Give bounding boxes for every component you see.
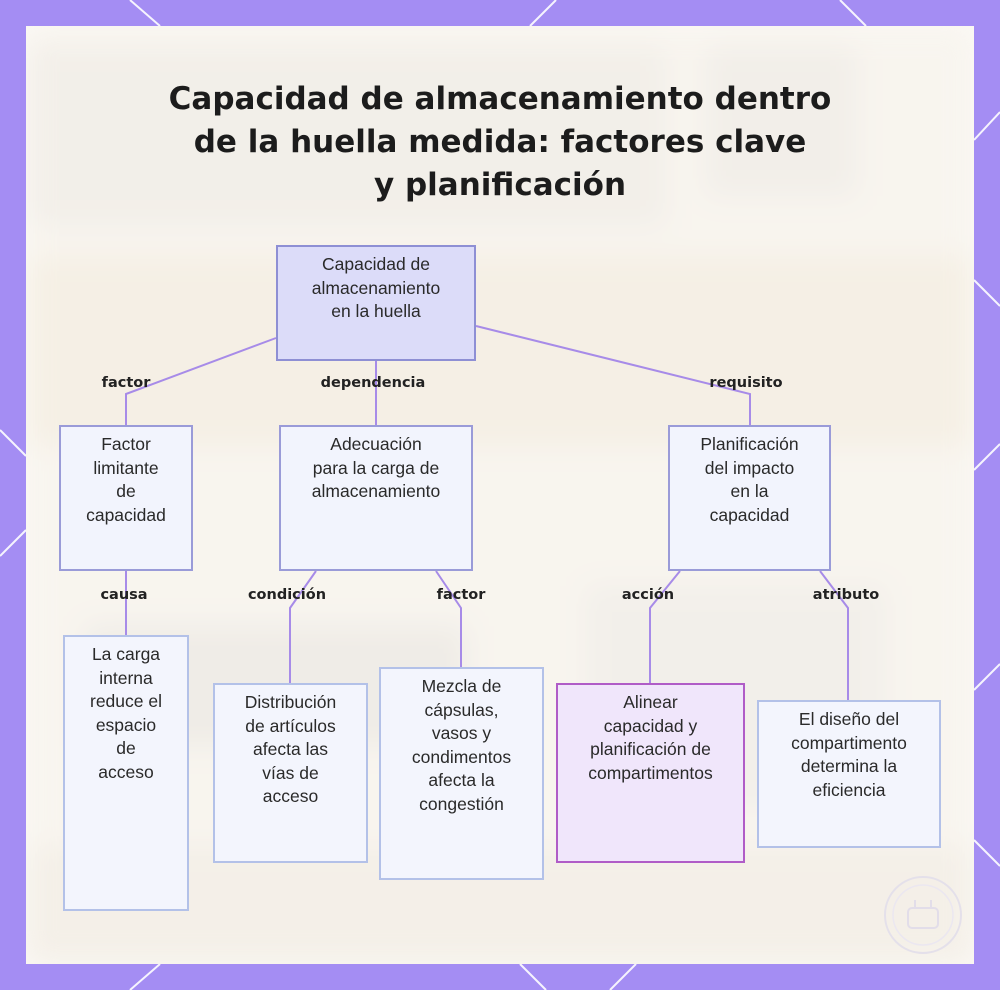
edge-label-requisito: requisito (709, 375, 783, 391)
node-item-distribution-label: Distribución de artículos afecta las vía… (244, 692, 337, 806)
node-align-capacity-label: Alinear capacidad y planificación de com… (588, 692, 713, 783)
node-pod-mix: Mezcla de cápsulas, vasos y condimentos … (379, 667, 544, 880)
node-item-distribution: Distribución de artículos afecta las vía… (213, 683, 368, 863)
edge-suitability-mix (435, 570, 462, 668)
node-limiting-factor-label: Factor limitante de capacidad (86, 434, 166, 525)
node-impact-planning-label: Planificación del impacto en la capacida… (700, 434, 799, 525)
node-compartment-design: El diseño del compartimento determina la… (757, 700, 941, 848)
node-load-suitability: Adecuación para la carga de almacenamien… (279, 425, 473, 571)
root-node-label: Capacidad de almacenamiento en la huella (311, 254, 441, 321)
diagram-title: Capacidad de almacenamiento dentro de la… (168, 81, 832, 203)
node-load-suitability-label: Adecuación para la carga de almacenamien… (311, 434, 441, 501)
node-pod-mix-label: Mezcla de cápsulas, vasos y condimentos … (411, 676, 512, 814)
node-compartment-design-label: El diseño del compartimento determina la… (791, 709, 907, 800)
edge-label-condicion: condición (247, 587, 327, 603)
node-limiting-factor: Factor limitante de capacidad (59, 425, 193, 571)
edge-label-dependencia: dependencia (320, 375, 426, 391)
watermark-stamp-icon (884, 876, 962, 954)
edge-label-factor: factor (101, 375, 151, 391)
edge-label-causa: causa (100, 587, 148, 603)
edge-planning-align (649, 570, 681, 684)
edge-label-factor-2: factor (436, 587, 486, 603)
edge-label-accion: acción (621, 587, 675, 603)
edge-planning-design (819, 570, 849, 701)
edge-root-limiting (125, 337, 277, 426)
node-internal-load: La carga interna reduce el espacio de ac… (63, 635, 189, 911)
node-internal-load-label: La carga interna reduce el espacio de ac… (90, 644, 162, 782)
connector-lines (125, 325, 849, 701)
root-node: Capacidad de almacenamiento en la huella (276, 245, 476, 361)
node-align-capacity: Alinear capacidad y planificación de com… (556, 683, 745, 863)
diagram-panel: Capacidad de almacenamiento dentro de la… (26, 26, 974, 964)
edge-root-planning (475, 325, 751, 426)
edge-label-atributo: atributo (812, 587, 880, 603)
edge-suitability-distribution (289, 570, 317, 684)
node-impact-planning: Planificación del impacto en la capacida… (668, 425, 831, 571)
